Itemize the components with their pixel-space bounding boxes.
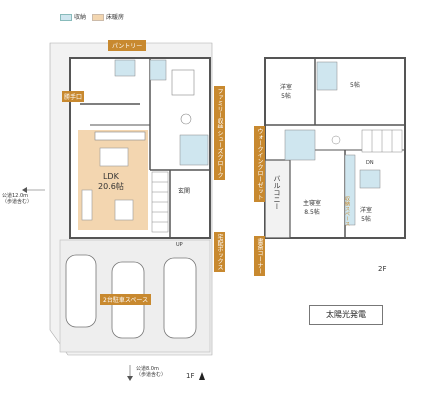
up-label: UP <box>176 242 183 248</box>
entrance-label: 玄関 <box>178 188 191 195</box>
site-1f <box>22 42 213 381</box>
legend-floor-heating: 床暖房 <box>92 12 124 21</box>
car-1 <box>65 254 97 328</box>
room-ne-size: 5帖 <box>350 82 360 89</box>
road-west-sub: （歩道含む） <box>2 199 33 205</box>
dn-label: DN <box>366 160 374 166</box>
pantry-storage <box>114 59 136 77</box>
family-closet-tag: ファミリー収納 <box>214 86 225 132</box>
walkin-closet-storage <box>284 129 316 161</box>
north-arrow-icon <box>199 372 205 380</box>
delivery-box-tag: 宅配ボックス <box>214 232 225 272</box>
study-corner-tag: 書斎コーナー <box>254 236 265 276</box>
road-west-label: 公道12.0m <box>2 193 29 199</box>
walkin-closet-tag: ウォークインクローゼット <box>254 126 265 202</box>
road-south-sub: （歩道含む） <box>136 372 167 378</box>
ldk-size: 20.6帖 <box>98 182 124 191</box>
ldk-label: LDK 20.6帖 <box>98 172 124 192</box>
parking-tag: 2台駐車スペース <box>100 294 152 305</box>
legend: 収納 床暖房 <box>60 12 124 21</box>
kitchen-door-tag: 勝手口 <box>62 91 85 102</box>
car-3 <box>163 257 197 339</box>
shoes-closet-tag: シューズクローク <box>214 128 225 180</box>
floor-2f-label: 2F <box>378 265 387 273</box>
ldk-name: LDK <box>102 172 119 181</box>
shoes-closet-storage <box>179 134 209 166</box>
pantry-tag: パントリー <box>108 40 147 51</box>
plan-2f <box>264 57 406 239</box>
legend-storage: 収納 <box>60 12 86 21</box>
balcony-label: バルコニー <box>273 175 281 210</box>
road-south-label: 公道8.0m <box>136 366 159 372</box>
wardrobe-storage <box>344 154 356 226</box>
wardrobe-label: 収納スペース <box>344 196 350 226</box>
floor-1f-label: 1F <box>186 372 195 380</box>
solar-power-label: 太陽光発電 <box>309 305 383 325</box>
